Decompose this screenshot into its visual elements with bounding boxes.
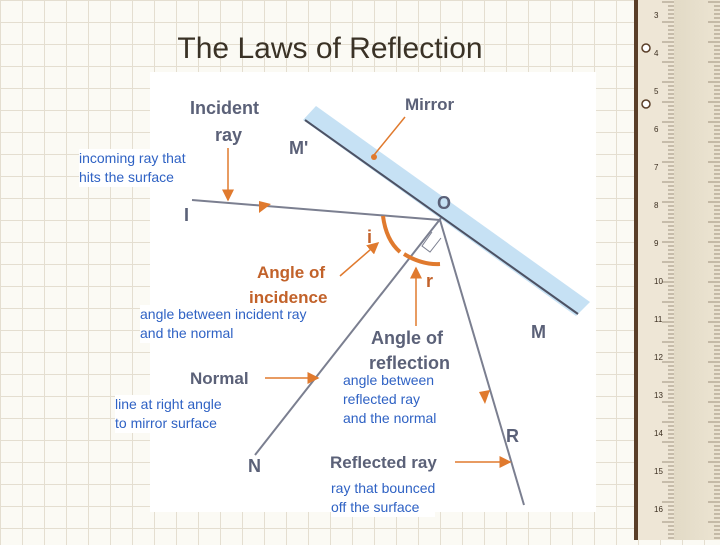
ruler-screw-top <box>641 43 651 53</box>
note-line: and the normal <box>140 325 234 341</box>
r-point-label: R <box>506 426 519 446</box>
i-point-label: I <box>184 205 189 225</box>
note-line: angle between incident ray <box>140 306 307 322</box>
mirror-line <box>304 119 579 315</box>
incident-ray-line <box>191 199 441 221</box>
reflection-arc <box>402 252 441 267</box>
ruler-number: 14 <box>654 429 663 438</box>
ruler-number: 3 <box>654 11 659 20</box>
note-line: line at right angle <box>115 396 222 412</box>
note-line: hits the surface <box>79 169 174 185</box>
ruler-number: 11 <box>654 315 663 324</box>
incident-ray-label-2: ray <box>215 125 242 145</box>
ruler-number: 12 <box>654 353 663 362</box>
ruler-number: 5 <box>654 87 659 96</box>
note-line: ray that bounced <box>331 480 436 496</box>
angle-reflection-label-2: reflection <box>369 353 450 373</box>
incoming-ray-note: incoming ray that hits the surface <box>79 149 186 187</box>
right-angle-mark <box>421 231 442 253</box>
mirror-pointer <box>373 116 406 156</box>
i-angle-label: i <box>367 227 372 247</box>
incident-ray-arrowhead <box>259 201 271 213</box>
ruler-number: 16 <box>654 505 663 514</box>
ruler-number: 7 <box>654 163 659 172</box>
incidence-pointer <box>339 242 380 277</box>
normal-note: line at right angle to mirror surface <box>115 395 222 433</box>
angle-incidence-label-2: incidence <box>249 288 327 307</box>
ruler-scale: 3 4 5 6 7 8 9 10 11 12 13 14 15 16 <box>641 1 720 539</box>
note-line: angle between <box>343 372 435 388</box>
ruler-number: 10 <box>654 277 663 286</box>
angle-incidence-label-1: Angle of <box>257 263 325 282</box>
note-line: off the surface <box>331 499 420 515</box>
reflected-ray-arrowhead <box>479 390 490 404</box>
ruler-number: 6 <box>654 125 659 134</box>
incidence-arc <box>381 215 402 254</box>
ruler-number: 4 <box>654 49 659 58</box>
diagram-panel <box>150 72 596 512</box>
m-label: M <box>531 322 546 342</box>
note-line: reflected ray <box>343 391 421 407</box>
m-prime-label: M' <box>289 138 308 158</box>
o-label: O <box>437 193 451 213</box>
mirror-label: Mirror <box>405 95 455 114</box>
reflection-note: angle between reflected ray and the norm… <box>343 371 437 428</box>
slide-title: The Laws of Reflection <box>177 32 483 65</box>
ruler-number: 9 <box>654 239 659 248</box>
ruler-number: 13 <box>654 391 663 400</box>
n-label: N <box>248 456 261 476</box>
incidence-note: angle between incident ray and the norma… <box>140 305 307 343</box>
ruler-decoration: 3 4 5 6 7 8 9 10 11 12 13 14 15 16 <box>634 0 720 540</box>
ruler-screw-bottom <box>641 99 651 109</box>
incident-ray-label: Incident <box>190 98 259 118</box>
reflected-ray-label: Reflected ray <box>330 453 437 472</box>
ruler-number: 8 <box>654 201 659 210</box>
ruler-number: 15 <box>654 467 663 476</box>
note-line: and the normal <box>343 410 437 426</box>
reflected-ray-note: ray that bounced off the surface <box>331 479 436 517</box>
mirror-point-dot <box>371 154 377 160</box>
r-angle-label: r <box>426 271 433 291</box>
angle-reflection-label-1: Angle of <box>371 328 444 348</box>
note-line: incoming ray that <box>79 150 186 166</box>
normal-label: Normal <box>190 369 249 388</box>
note-line: to mirror surface <box>115 415 217 431</box>
